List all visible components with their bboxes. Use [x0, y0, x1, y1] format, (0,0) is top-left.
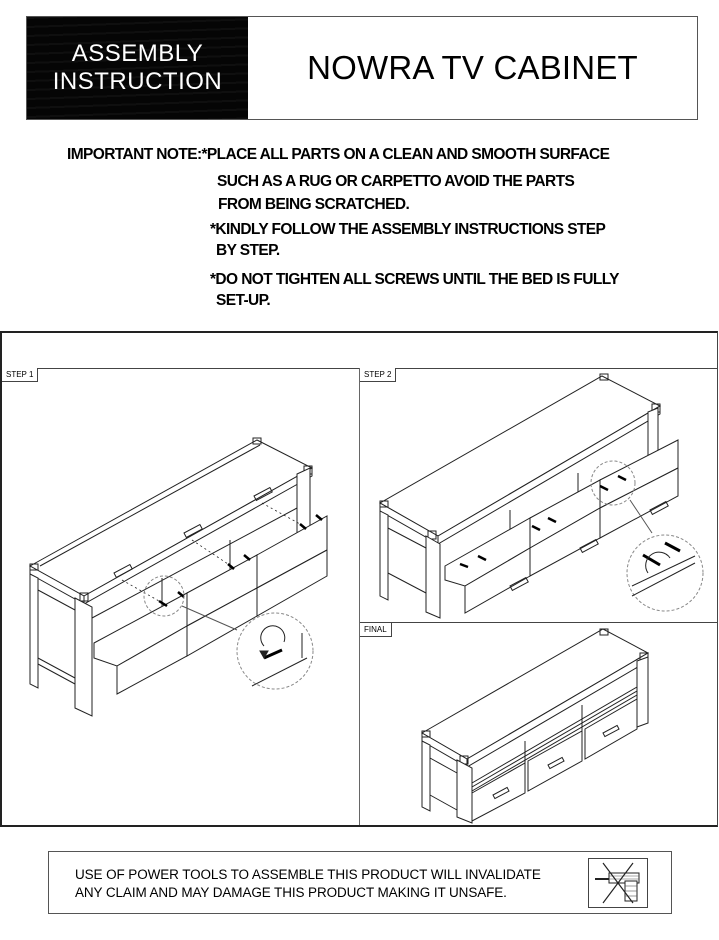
badge-line-2: INSTRUCTION: [52, 68, 223, 95]
note-line-3: FROM BEING SCRATCHED.: [218, 196, 410, 213]
warning-line-1: USE OF POWER TOOLS TO ASSEMBLE THIS PROD…: [75, 867, 541, 882]
no-power-drill-icon: [588, 858, 648, 908]
step-1-label: STEP 1: [2, 368, 39, 382]
badge-line-1: ASSEMBLY: [71, 40, 204, 67]
note-line-2: SUCH AS A RUG OR CARPETTO AVOID THE PART…: [217, 173, 575, 190]
note-line-1: IMPORTANT NOTE:*PLACE ALL PARTS ON A CLE…: [67, 146, 610, 163]
cabinet-drawers-open-illustration: [28, 437, 328, 717]
power-tools-warning: USE OF POWER TOOLS TO ASSEMBLE THIS PROD…: [48, 851, 672, 914]
document-header: ASSEMBLY INSTRUCTION NOWRA TV CABINET: [26, 16, 698, 120]
step-1-panel: STEP 1: [2, 368, 360, 825]
cabinet-screw-handles-illustration: [378, 373, 704, 619]
note-line-5: BY STEP.: [216, 242, 280, 259]
final-panel: FINAL: [360, 623, 718, 825]
final-label: FINAL: [360, 623, 392, 637]
step-2-panel: STEP 2: [360, 368, 718, 623]
note-line-7: SET-UP.: [216, 292, 271, 309]
warning-text: USE OF POWER TOOLS TO ASSEMBLE THIS PROD…: [75, 866, 541, 902]
step-2-label: STEP 2: [360, 368, 397, 382]
assembly-instruction-badge: ASSEMBLY INSTRUCTION: [27, 17, 248, 119]
cabinet-assembled-illustration: [420, 628, 650, 824]
warning-line-2: ANY CLAIM AND MAY DAMAGE THIS PRODUCT MA…: [75, 885, 507, 900]
note-line-6: *DO NOT TIGHTEN ALL SCREWS UNTIL THE BED…: [210, 271, 620, 288]
steps-frame: STEP 1: [0, 331, 718, 827]
product-title: NOWRA TV CABINET: [307, 49, 638, 86]
frame-header-bar: [2, 333, 717, 369]
note-line-4: *KINDLY FOLLOW THE ASSEMBLY INSTRUCTIONS…: [210, 221, 606, 238]
